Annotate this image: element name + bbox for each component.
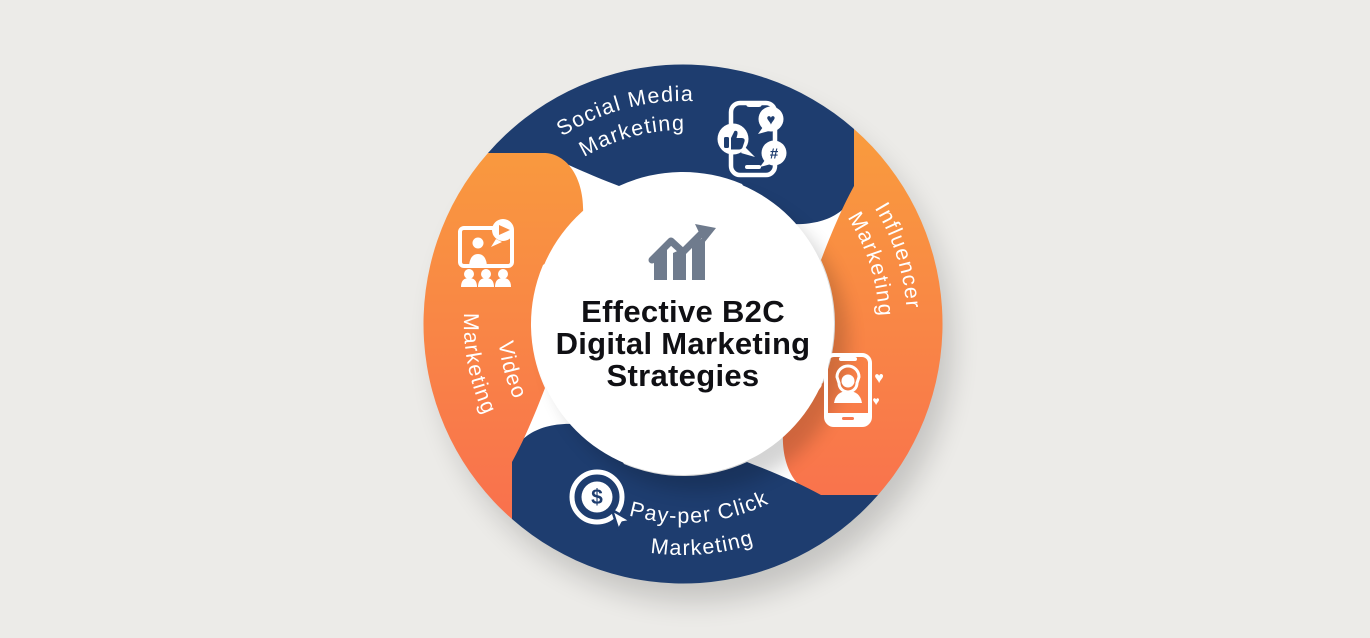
cursor-arrow-icon bbox=[610, 508, 633, 532]
heart-small-glyph: ♥ bbox=[872, 394, 879, 408]
center-title-line2: Digital Marketing bbox=[556, 326, 811, 361]
center-title-line3: Strategies bbox=[607, 358, 760, 393]
segment-pay-per-click bbox=[512, 423, 878, 584]
video-marketing-icon bbox=[458, 219, 514, 287]
pay-per-click-icon: $ bbox=[569, 469, 633, 532]
center-title-line1: Effective B2C bbox=[581, 294, 785, 329]
heart-right-glyph: ♥ bbox=[874, 370, 884, 387]
growth-chart-icon bbox=[648, 224, 716, 280]
heart-left-glyph: ♥ bbox=[811, 377, 822, 398]
heart-badge-glyph: ♥ bbox=[767, 112, 776, 129]
play-triangle-icon bbox=[499, 225, 510, 235]
hub-circle bbox=[532, 173, 834, 475]
social-media-icon: ♥ # bbox=[717, 100, 787, 178]
segment-video bbox=[423, 153, 584, 519]
thumbs-up-icon bbox=[724, 130, 745, 150]
influencer-icon: ♥ ♥ ♥ bbox=[811, 353, 884, 427]
audience-icons bbox=[461, 269, 511, 287]
hashtag-badge-glyph: # bbox=[770, 146, 779, 163]
dollar-glyph: $ bbox=[591, 486, 603, 509]
